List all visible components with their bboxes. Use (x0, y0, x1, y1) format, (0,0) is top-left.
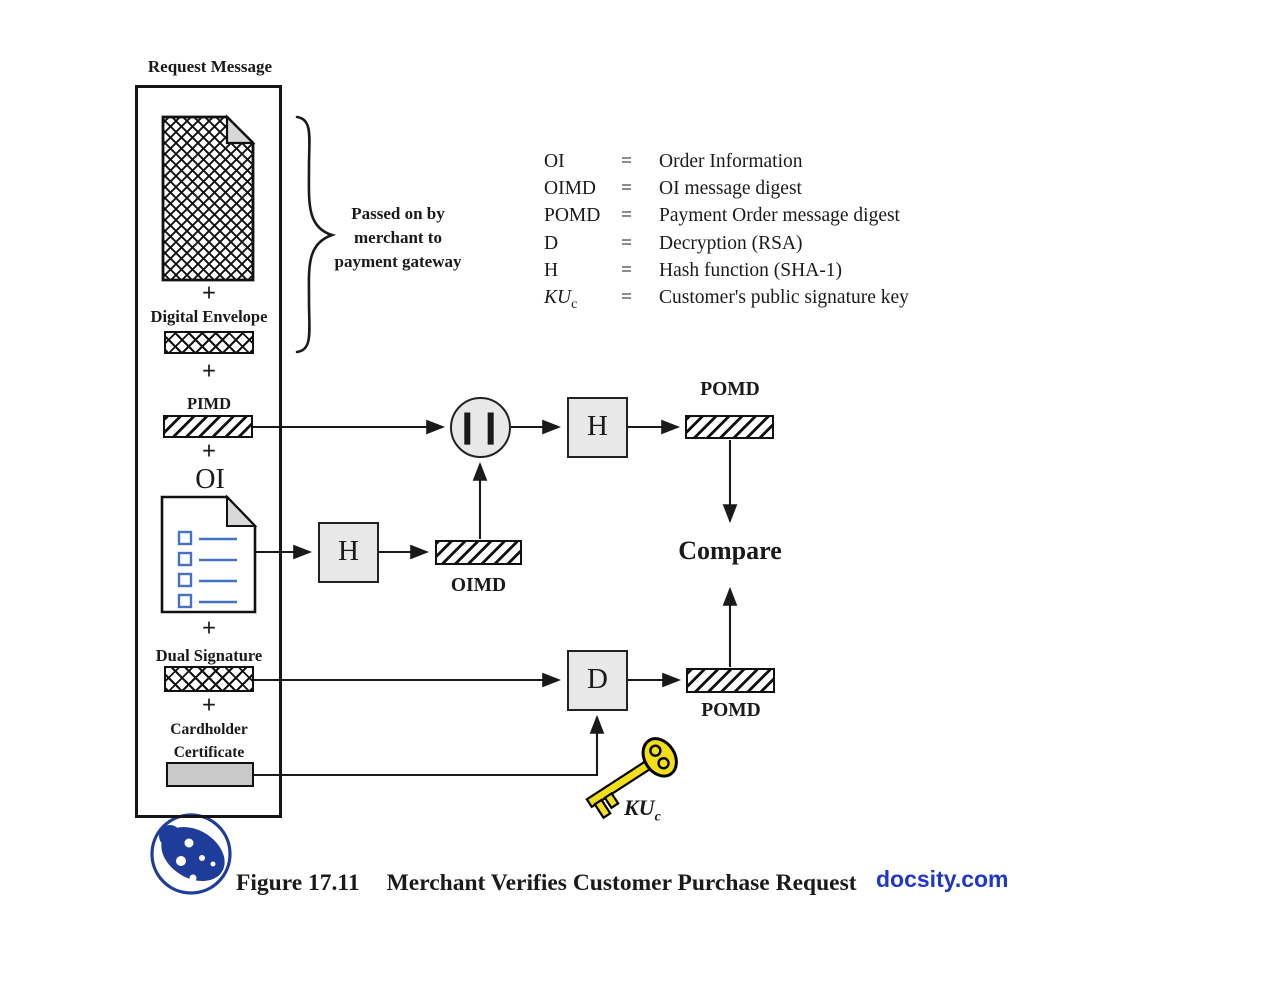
legend-term: D (544, 232, 559, 254)
concatenation-node: || (450, 397, 511, 458)
plus-sign: + (201, 615, 217, 642)
legend-def: Hash function (SHA-1) (659, 259, 843, 281)
digital-envelope-label: Digital Envelope (150, 307, 268, 326)
cardholder-label-line1: Cardholder (170, 721, 248, 738)
legend-eq: = (621, 232, 632, 254)
oi-label: OI (195, 464, 225, 495)
decrypt-box: D (567, 650, 628, 711)
legend-eq: = (621, 178, 632, 200)
figure-title: Merchant Verifies Customer Purchase Requ… (386, 870, 857, 896)
request-message-title: Request Message (147, 57, 273, 76)
key-label-main: KU (624, 795, 655, 820)
key-label: KUc (624, 795, 661, 825)
dual-signature-label: Dual Signature (155, 646, 263, 665)
legend-eq: = (621, 151, 632, 172)
docsity-logo (150, 813, 232, 895)
brace-note-line2: merchant to (354, 228, 442, 247)
key-icon (585, 737, 678, 820)
cardholder-label-line2: Certificate (173, 744, 245, 761)
brace-note-line3: payment gateway (334, 252, 462, 271)
oimd-bar (435, 540, 522, 565)
legend-term-kuc-sub: c (571, 296, 578, 312)
hash-box-lower: H (318, 522, 379, 583)
request-message-box (135, 85, 282, 818)
payment-document-icon (161, 114, 256, 282)
legend-term-kuc-main: KU (544, 287, 572, 309)
legend-term: POMD (544, 205, 601, 227)
pomd-bottom-label: POMD (701, 700, 761, 721)
figure-number: Figure 17.11 (236, 870, 360, 896)
oimd-label: OIMD (450, 575, 507, 596)
figure-caption: Figure 17.11 Merchant Verifies Customer P… (236, 870, 857, 897)
plus-sign: + (201, 692, 217, 719)
legend-term: OI (544, 151, 565, 172)
watermark: docsity.com (876, 866, 1009, 892)
digital-envelope-bar (164, 331, 254, 354)
legend: OI = Order Information OIMD = OI message… (544, 148, 909, 318)
legend-eq: = (621, 259, 632, 281)
brace-note: Passed on by merchant to payment gateway (312, 202, 484, 274)
legend-def: OI message digest (659, 178, 802, 200)
brace (295, 115, 337, 354)
legend-eq: = (621, 287, 632, 309)
legend-def: Order Information (659, 151, 803, 172)
legend-term: OIMD (544, 178, 596, 200)
legend-def: Payment Order message digest (659, 205, 900, 227)
pomd-bottom-bar (686, 668, 775, 693)
dual-signature-bar (164, 666, 254, 692)
pimd-label: PIMD (187, 394, 231, 413)
legend-term: H (544, 259, 559, 281)
compare-label: Compare (678, 536, 782, 565)
plus-sign: + (201, 438, 217, 465)
hash-box-top: H (567, 397, 628, 458)
brace-note-line1: Passed on by (351, 204, 445, 223)
legend-def: Customer's public signature key (659, 287, 909, 309)
legend-eq: = (621, 205, 632, 227)
order-info-document-icon (160, 494, 258, 614)
legend-term-kuc: KUc (544, 284, 621, 318)
cardholder-certificate-bar (166, 762, 254, 787)
legend-def: Decryption (RSA) (659, 232, 803, 254)
pomd-top-bar (685, 415, 774, 439)
concatenation-icon: || (457, 407, 504, 445)
pimd-bar (163, 415, 253, 438)
plus-sign: + (201, 280, 217, 307)
key-label-sub: c (654, 809, 661, 825)
flow-arrows (253, 419, 738, 777)
pomd-top-label: POMD (700, 379, 760, 400)
plus-sign: + (201, 358, 217, 385)
